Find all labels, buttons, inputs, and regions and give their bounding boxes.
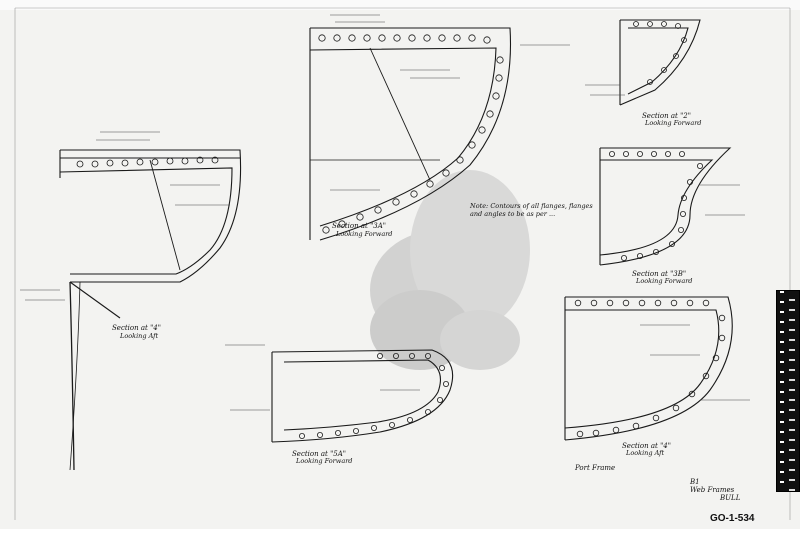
section-4-label: Section at "4" [112,324,161,332]
title-block-line4: BULL [719,494,741,502]
section-5a-label: Section at "5A" [292,450,346,458]
section-3a-drawing [309,27,512,241]
section-3b-label: Section at "3B" [632,270,686,278]
section-5a-sub: Looking Forward [295,457,352,465]
scale-bar-ruler [789,291,795,491]
section-3a-holes [318,34,504,234]
section-2-label: Section at "2" [642,112,691,120]
smudge [370,170,530,370]
scale-bar [776,290,800,492]
section-3b-holes [609,150,704,261]
section-3a-sub: Looking Forward [335,230,392,238]
section-4r-drawing [564,296,733,441]
section-4-sub: Looking Aft [119,332,159,340]
title-block-line1: Web Frames [690,486,735,494]
section-2-sub: Looking Forward [644,119,701,127]
section-3a-label: Section at "3A" [332,222,386,230]
section-5a-drawing [271,349,454,443]
title-block-line3: Port Frame [574,464,615,472]
general-note-line2: and angles to be as per ... [470,210,555,218]
drawing-number: GO-1-534 [710,513,755,524]
section-3b-sub: Looking Forward [635,277,692,285]
section-3b-drawing [599,147,732,266]
title-block-line2: B1 [689,478,700,486]
section-4r-sub: Looking Aft [625,449,665,457]
annotation-marks [20,14,750,411]
section-5a-holes [298,352,449,439]
scale-bar-ticks [780,291,784,491]
section-4r-holes [574,299,726,438]
section-4r-label: Section at "4" [622,442,671,450]
section-4-holes [76,156,219,168]
section-2-drawing [619,19,701,106]
section-4-drawing [59,149,242,471]
section-2-holes [633,21,687,85]
general-note-line1: Note: Contours of all flanges, flanges [469,202,593,210]
